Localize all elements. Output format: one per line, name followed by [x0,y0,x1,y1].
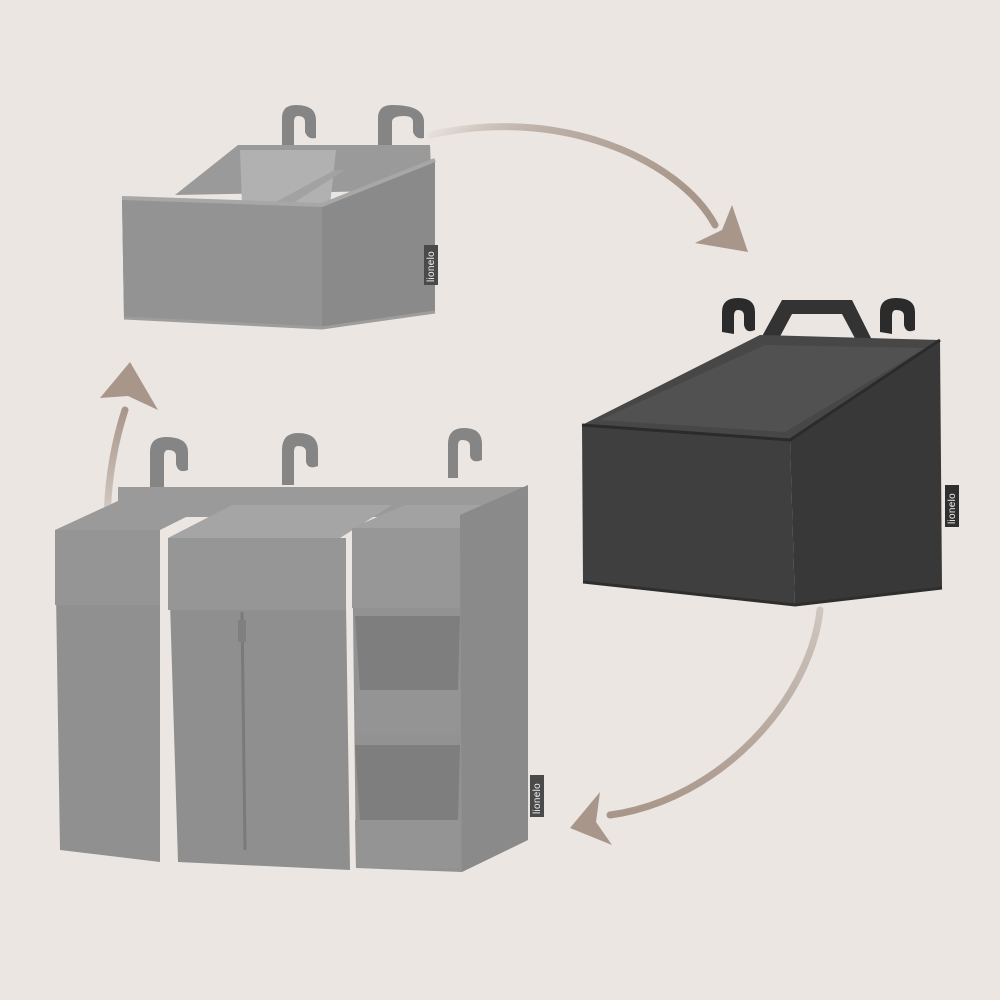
brand-tag [530,775,544,817]
hook-icon [448,428,482,478]
hook-icon [282,105,316,148]
arrow-right-head-icon [570,792,612,845]
handle-icon [760,300,872,344]
hook-icon [722,298,755,334]
brand-tag [424,245,438,285]
cycle-arrows [100,123,824,845]
hook-icon [150,437,188,490]
large-organizer: lionelo [55,428,544,872]
arrow-right-arc [606,606,824,819]
brand-label: lionelo [426,251,437,282]
arrow-top-arc [426,123,719,229]
brand-label: lionelo [947,493,958,524]
small-organizer: lionelo [121,105,438,330]
hook-icon [282,433,318,485]
hook-icon [378,105,424,148]
arrow-top-head-icon [695,205,748,252]
hook-icon [880,298,915,334]
brand-label: lionelo [532,783,543,814]
closed-organizer: lionelo [581,298,959,607]
arrow-left-head-icon [100,362,158,410]
brand-tag [945,485,959,527]
